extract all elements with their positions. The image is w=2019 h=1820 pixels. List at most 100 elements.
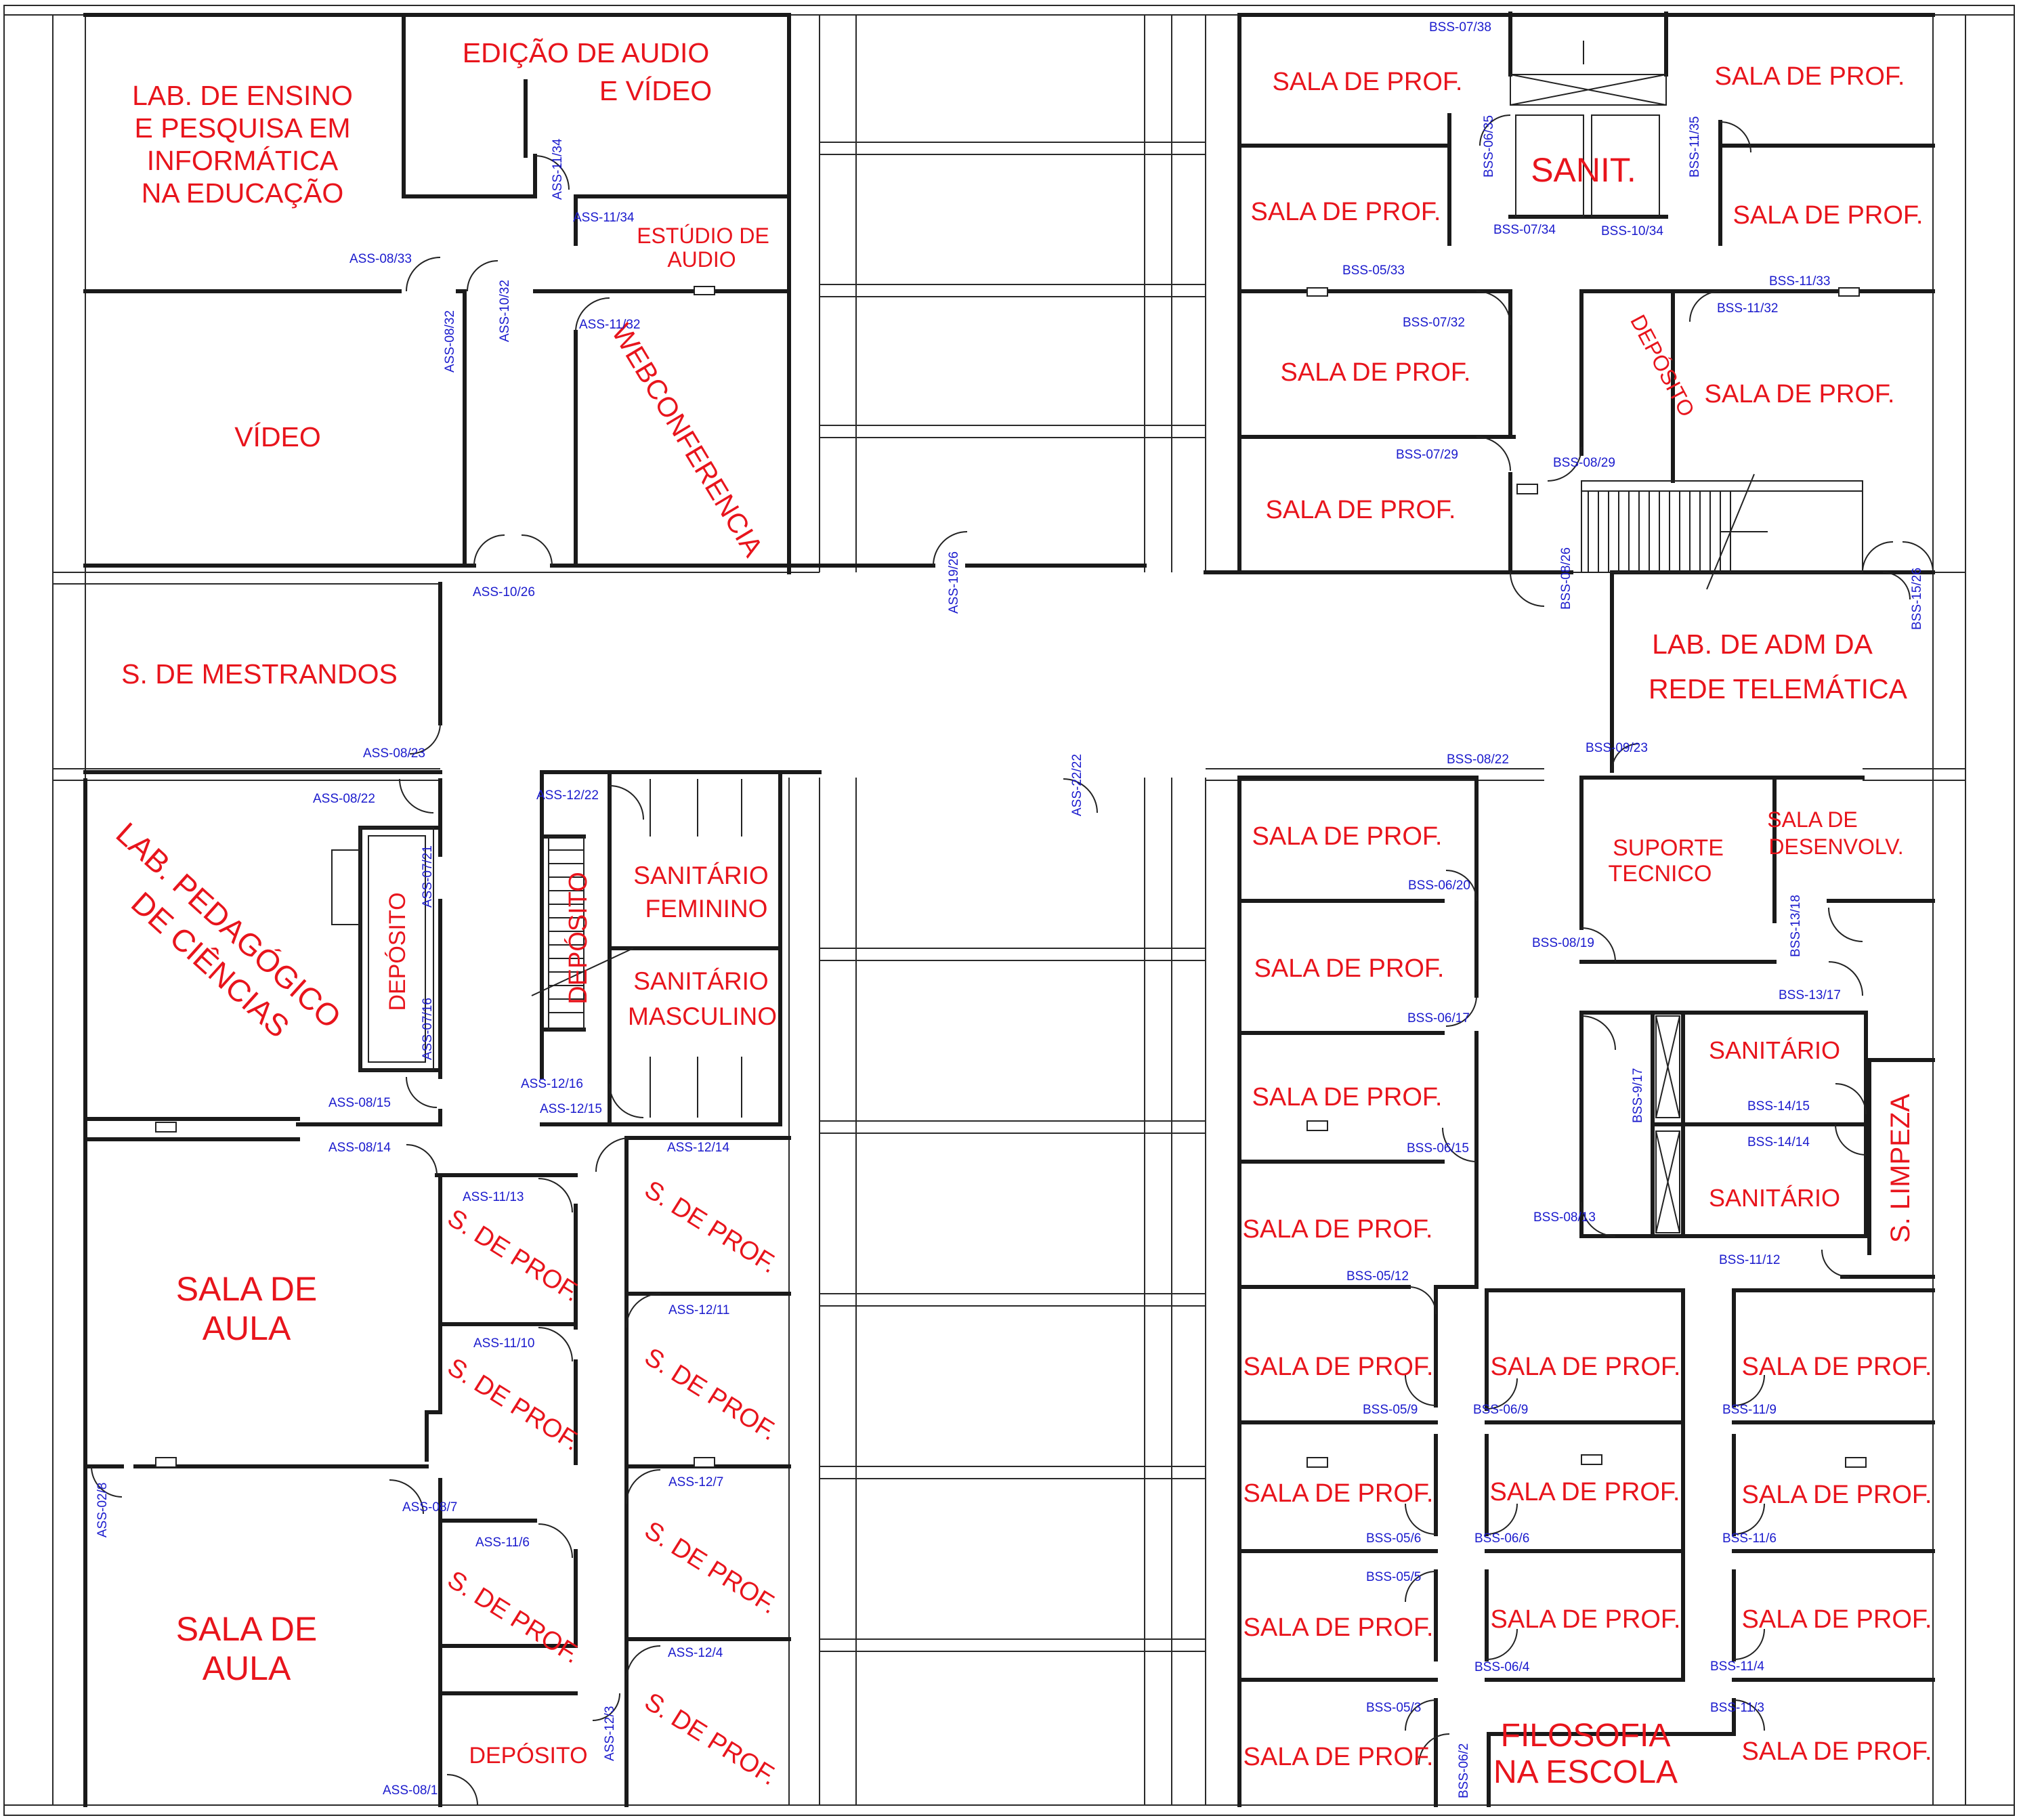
door-tag: BSS-08/13 xyxy=(1533,1210,1596,1225)
door-tag: ASS-12/11 xyxy=(668,1303,729,1317)
label-sala-prof-g9: SALA DE PROF. xyxy=(1742,1605,1932,1634)
label-lab-ensino-3: INFORMÁTICA xyxy=(147,145,339,176)
label-filosofia-2: NA ESCOLA xyxy=(1493,1754,1678,1790)
label-sanitario-masculino-1: SANITÁRIO xyxy=(633,967,768,995)
label-sala-prof-r3: SALA DE PROF. xyxy=(1251,198,1441,226)
door-tag: BSS-11/9 xyxy=(1722,1403,1777,1417)
door-tag: BSS-13/17 xyxy=(1779,988,1841,1002)
door-tag: BSS-05/5 xyxy=(1366,1570,1421,1584)
label-sala-prof-r7: SALA DE PROF. xyxy=(1266,496,1456,524)
door-tag: ASS-11/10 xyxy=(473,1336,534,1351)
door-tag: ASS-02/8 xyxy=(95,1483,110,1538)
label-lab-adm-2: REDE TELEMÁTICA xyxy=(1649,673,1908,704)
label-sala-prof-r1: SALA DE PROF. xyxy=(1273,68,1463,96)
door-tag: ASS-11/34 xyxy=(573,211,635,225)
door-tag: BSS-07/32 xyxy=(1403,316,1465,330)
door-tag: ASS-08/15 xyxy=(328,1096,391,1110)
label-sala-aula-1b: AULA xyxy=(203,1309,291,1347)
door-tag: ASS-11/6 xyxy=(475,1536,530,1550)
door-tag: BSS-11/32 xyxy=(1717,301,1778,316)
label-sala-prof-m4: SALA DE PROF. xyxy=(1243,1215,1433,1244)
door-tag: BSS-07/34 xyxy=(1493,223,1556,237)
label-sala-aula-1a: SALA DE xyxy=(176,1270,317,1308)
door-tag: BSS-10/34 xyxy=(1601,224,1663,238)
label-sala-prof-g4: SALA DE PROF. xyxy=(1244,1479,1434,1508)
door-tag: ASS-08/1 xyxy=(383,1783,438,1798)
label-sala-aula-2b: AULA xyxy=(203,1649,291,1687)
door-tag: BSS-11/35 xyxy=(1688,117,1702,177)
label-lab-ensino-4: NA EDUCAÇÃO xyxy=(142,177,343,209)
label-sanitario-feminino-1: SANITÁRIO xyxy=(633,862,768,889)
door-tag: ASS-11/34 xyxy=(551,138,565,200)
label-sala-prof-m2: SALA DE PROF. xyxy=(1254,954,1445,983)
door-tag: BSS-07/38 xyxy=(1429,20,1491,35)
door-tag: BSS-07/29 xyxy=(1396,448,1458,462)
door-tag: ASS-11/32 xyxy=(579,318,640,332)
label-lab-ensino-2: E PESQUISA EM xyxy=(135,112,351,144)
label-desenvolv-1: SALA DE xyxy=(1767,807,1857,832)
door-swings xyxy=(91,114,1934,1806)
door-tag: ASS-12/7 xyxy=(668,1475,723,1489)
door-tag: ASS-12/15 xyxy=(540,1102,602,1116)
door-tag: BSS-11/6 xyxy=(1722,1531,1777,1546)
door-tag: BSS-11/12 xyxy=(1719,1253,1780,1267)
label-edicao-audio-1: EDIÇÃO DE AUDIO xyxy=(463,37,710,68)
label-video: VÍDEO xyxy=(234,421,321,452)
label-sanitario-r1: SANITÁRIO xyxy=(1709,1036,1840,1064)
door-tag: BSS-13/18 xyxy=(1789,895,1803,957)
label-suporte-2: TECNICO xyxy=(1609,861,1712,887)
door-tag: BSS-11/3 xyxy=(1710,1701,1764,1715)
small-fixtures xyxy=(155,286,1867,1468)
label-estudio-2: AUDIO xyxy=(667,247,736,272)
door-tag: BSS-05/3 xyxy=(1366,1701,1421,1715)
label-mestrandos: S. DE MESTRANDOS xyxy=(121,658,398,690)
door-tag: ASS-22/22 xyxy=(1070,754,1084,816)
door-tag: ASS-12/16 xyxy=(521,1077,583,1091)
label-edicao-audio-2: E VÍDEO xyxy=(599,75,712,106)
door-tag: BSS-06/17 xyxy=(1407,1011,1470,1025)
door-tag: BSS-08/22 xyxy=(1447,753,1509,767)
door-tag: BSS-14/14 xyxy=(1747,1135,1810,1149)
label-sala-prof-g6: SALA DE PROF. xyxy=(1742,1481,1932,1509)
door-tag: ASS-07/16 xyxy=(421,998,435,1060)
door-tag: BSS-08/29 xyxy=(1553,456,1615,470)
label-sala-prof-g1: SALA DE PROF. xyxy=(1244,1353,1434,1381)
deposito-cabinet xyxy=(331,827,434,1071)
door-tag: BSS-11/4 xyxy=(1710,1659,1764,1674)
label-sala-prof-g3: SALA DE PROF. xyxy=(1742,1353,1932,1381)
label-sanit: SANIT. xyxy=(1531,151,1636,189)
stairs-top-right xyxy=(1581,473,1863,590)
door-tag: BSS-06/6 xyxy=(1474,1531,1529,1546)
label-sala-prof-g2: SALA DE PROF. xyxy=(1491,1353,1681,1381)
door-tag: BSS-05/12 xyxy=(1346,1269,1409,1284)
label-sala-prof-g5: SALA DE PROF. xyxy=(1490,1478,1680,1506)
label-sala-prof-g8: SALA DE PROF. xyxy=(1491,1605,1681,1634)
label-sanitario-feminino-2: FEMININO xyxy=(645,895,768,923)
label-deposito-vertical-2: DEPÓSITO xyxy=(564,872,593,1004)
door-tag: BSS-06/15 xyxy=(1407,1141,1469,1156)
label-sala-prof-g10: SALA DE PROF. xyxy=(1244,1743,1434,1771)
door-tag: ASS-11/13 xyxy=(463,1190,524,1204)
door-tag: BSS-06/35 xyxy=(1482,115,1496,177)
door-tag: ASS-12/14 xyxy=(667,1141,729,1155)
label-sala-prof-r2: SALA DE PROF. xyxy=(1715,62,1905,91)
door-tag: ASS-19/26 xyxy=(947,551,961,614)
stairs-left xyxy=(531,836,634,1030)
label-suporte-1: SUPORTE xyxy=(1613,835,1724,861)
door-tag: ASS-07/21 xyxy=(421,845,435,908)
label-deposito-bottom: DEPÓSITO xyxy=(469,1743,587,1769)
label-sala-aula-2a: SALA DE xyxy=(176,1610,317,1648)
door-tag: ASS-08/33 xyxy=(349,252,412,266)
wc-stalls xyxy=(650,779,1680,1233)
door-tag: BSS-06/2 xyxy=(1457,1743,1471,1798)
label-sala-prof-g7: SALA DE PROF. xyxy=(1244,1613,1434,1642)
door-tag: BSS-06/9 xyxy=(1473,1403,1528,1417)
label-lab-ensino-1: LAB. DE ENSINO xyxy=(132,80,353,111)
label-sanitario-r2: SANITÁRIO xyxy=(1709,1184,1840,1212)
label-lab-adm-1: LAB. DE ADM DA xyxy=(1652,629,1873,660)
door-tag: BSS-08/26 xyxy=(1559,547,1573,610)
door-tag: BSS-11/33 xyxy=(1769,274,1830,289)
label-estudio-1: ESTÚDIO DE xyxy=(637,224,769,248)
door-tag: ASS-08/7 xyxy=(402,1500,457,1515)
